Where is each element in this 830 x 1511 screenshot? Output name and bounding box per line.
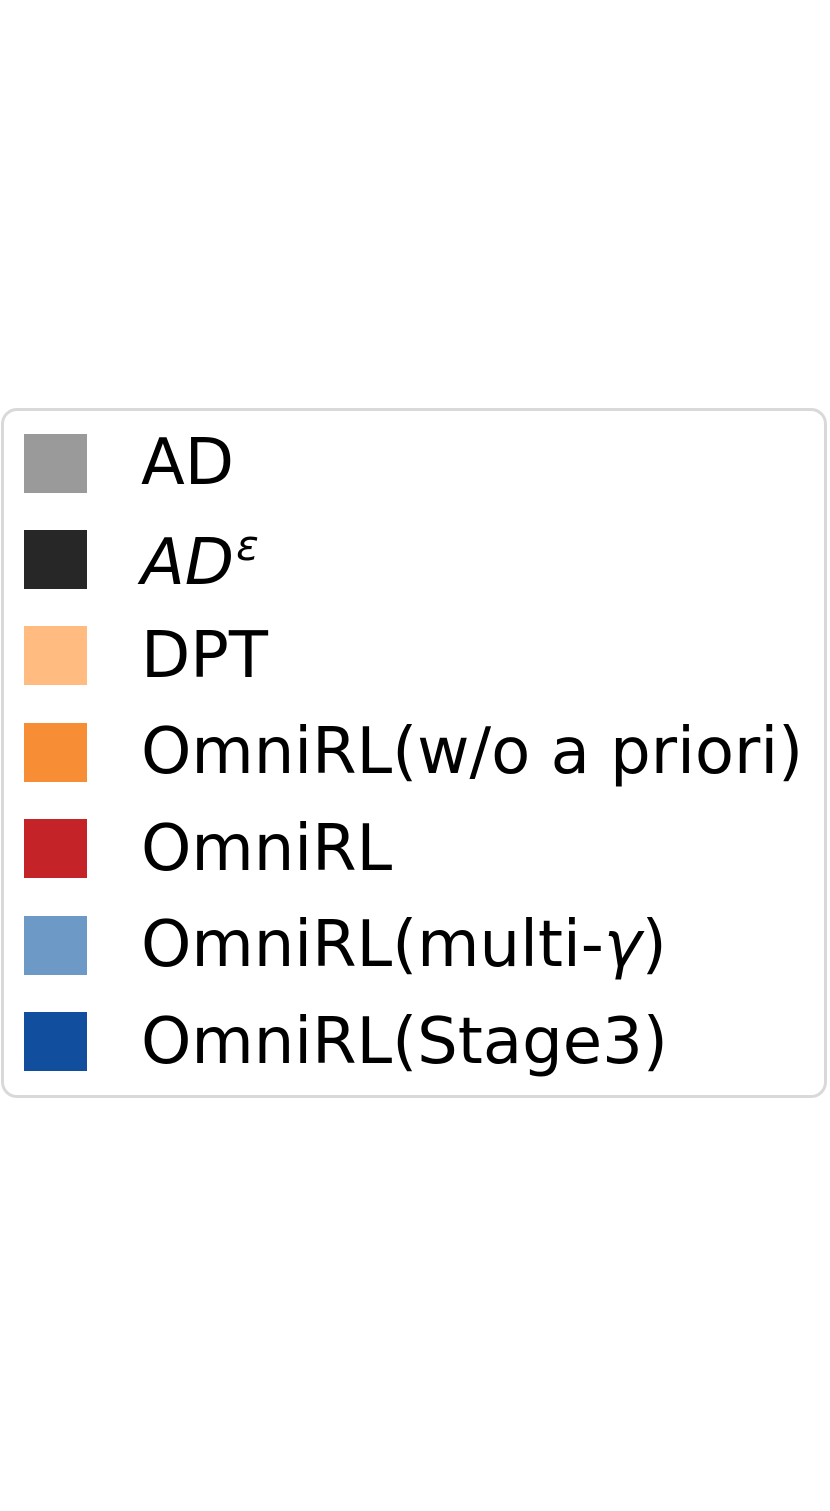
legend-label-part: γ <box>603 908 642 983</box>
legend-label-part: OmniRL(multi- <box>141 908 604 983</box>
legend-item-ad: AD <box>4 415 824 511</box>
legend-label: OmniRL(w/o a priori) <box>141 720 803 784</box>
legend-swatch-dpt <box>24 626 87 686</box>
legend-swatch-omnirl-wo-a-priori <box>24 722 87 782</box>
legend-item-omnirl: OmniRL <box>4 801 824 897</box>
legend-swatch-ad <box>24 433 87 493</box>
legend-label: DPT <box>141 624 268 688</box>
legend-swatch-omnirl-multi-gamma <box>24 915 87 975</box>
legend-label-part: DPT <box>141 618 268 693</box>
legend-item-ad-epsilon: ADε <box>4 511 824 607</box>
legend-label-part: OmniRL(Stage3) <box>141 1004 668 1079</box>
legend-item-omnirl-stage3: OmniRL(Stage3) <box>4 993 824 1089</box>
legend-swatch-omnirl <box>24 819 87 879</box>
legend-label-part: OmniRL <box>141 811 393 886</box>
legend-swatch-ad-epsilon <box>24 530 87 590</box>
legend-item-omnirl-multi-gamma: OmniRL(multi-γ) <box>4 897 824 993</box>
legend-label-part: AD <box>141 525 235 600</box>
legend-label-part: AD <box>141 426 235 501</box>
legend-label-part: ε <box>236 520 259 570</box>
legend-label: OmniRL(multi-γ) <box>141 913 667 977</box>
legend-label-part: ) <box>641 908 667 983</box>
legend-label: ADε <box>141 524 259 595</box>
legend-item-dpt: DPT <box>4 608 824 704</box>
legend-label: OmniRL(Stage3) <box>141 1010 668 1074</box>
legend-item-omnirl-wo-a-priori: OmniRL(w/o a priori) <box>4 704 824 800</box>
legend-box: AD ADε DPT OmniRL(w/o a priori) OmniRL O… <box>1 408 827 1098</box>
legend-swatch-omnirl-stage3 <box>24 1012 87 1072</box>
legend-label-part: OmniRL(w/o a priori) <box>141 715 804 790</box>
legend-label: OmniRL <box>141 817 392 881</box>
legend-label: AD <box>141 431 234 495</box>
